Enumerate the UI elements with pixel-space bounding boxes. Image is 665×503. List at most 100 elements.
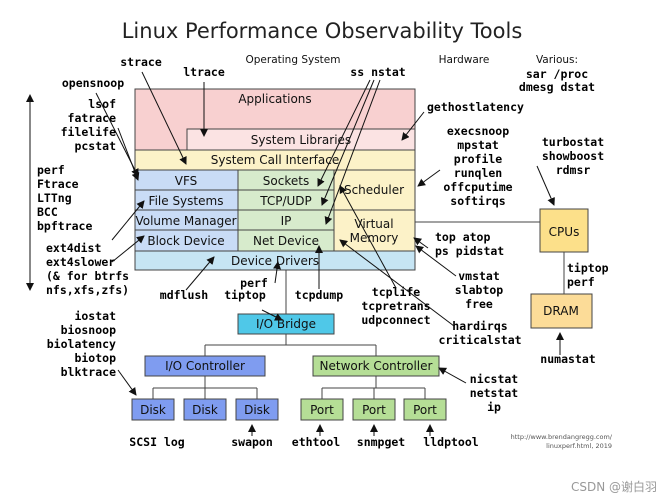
tool-ext4-note-2: nfs,xfs,zfs): [46, 283, 129, 297]
tool-tcpretrans: tcpretrans: [361, 299, 430, 313]
tools-mem: top atop ps pidstat: [435, 230, 504, 258]
tools-irq: hardirqs criticalstat: [438, 319, 521, 347]
layer-net-device-label: Net Device: [253, 234, 319, 248]
tools-left-fs: lsof fatrace filelife pcstat: [61, 97, 116, 153]
tool-ext4-note-1: (& for btrfs: [46, 269, 129, 283]
tool-opensnoop: opensnoop: [62, 76, 124, 90]
tool-criticalstat: criticalstat: [438, 333, 521, 347]
tool-fatrace: fatrace: [68, 111, 117, 125]
hw-port-1-label: Port: [310, 403, 334, 417]
tool-free: free: [465, 297, 493, 311]
tool-blktrace: blktrace: [61, 365, 116, 379]
hw-port-2-label: Port: [362, 403, 386, 417]
tool-bcc: BCC: [37, 205, 58, 219]
tools-various: sar /proc dmesg dstat: [519, 67, 595, 94]
layer-block-device-label: Block Device: [147, 234, 224, 248]
tools-nic: nicstat netstat ip: [470, 372, 519, 414]
diagram-title: Linux Performance Observability Tools: [122, 19, 523, 43]
layer-virtual-label: Virtual: [354, 217, 393, 231]
tool-dmesg-dstat: dmesg dstat: [519, 80, 595, 94]
tool-snmpget: snmpget: [357, 435, 406, 449]
tool-offcputime: offcputime: [443, 180, 512, 194]
tool-arrows: [26, 71, 564, 436]
hw-cpus-label: CPUs: [549, 225, 580, 239]
tool-perf-pci: perf: [240, 276, 268, 290]
tool-ext4slower: ext4slower: [46, 255, 115, 269]
tool-showboost: showboost: [542, 149, 604, 163]
tool-execsnoop: execsnoop: [447, 124, 509, 138]
hw-disk-3-label: Disk: [244, 403, 270, 417]
layer-applications-label: Applications: [238, 92, 311, 106]
tool-vmstat: vmstat: [458, 269, 500, 283]
hw-disk-1-label: Disk: [140, 403, 166, 417]
layer-device-drivers-label: Device Drivers: [231, 254, 319, 268]
credit-year: linuxperf.html, 2019: [546, 442, 612, 450]
tool-bpftrace: bpftrace: [37, 219, 92, 233]
tool-top-atop: top atop: [435, 230, 490, 244]
layer-file-systems-label: File Systems: [149, 194, 224, 208]
layer-sockets-label: Sockets: [263, 174, 309, 188]
tool-rdmsr: rdmsr: [556, 163, 591, 177]
tools-left-block: iostat biosnoop biolatency biotop blktra…: [47, 309, 116, 379]
layer-system-libraries-label: System Libraries: [251, 133, 351, 147]
tool-numastat: numastat: [540, 352, 595, 366]
tool-slabtop: slabtop: [455, 283, 504, 297]
tool-swapon: swapon: [231, 435, 273, 449]
tool-tiptop: tiptop: [567, 261, 609, 275]
tool-filelife: filelife: [61, 125, 116, 139]
layer-scheduler: [333, 169, 416, 211]
tool-pcstat: pcstat: [74, 139, 116, 153]
tool-profile: profile: [454, 152, 503, 166]
tool-ip: ip: [487, 400, 501, 414]
hw-disk-2-label: Disk: [192, 403, 218, 417]
tool-tiptop-pci: tiptop: [224, 288, 266, 302]
hw-dram-label: DRAM: [543, 304, 579, 318]
tool-iostat: iostat: [74, 309, 116, 323]
hw-io-bridge-label: I/O Bridge: [256, 317, 316, 331]
tool-ethtool: ethtool: [292, 435, 341, 449]
layer-ip-label: IP: [281, 214, 292, 228]
tool-strace: strace: [120, 55, 162, 69]
hw-io-controller-label: I/O Controller: [165, 359, 245, 373]
tool-gethostlatency: gethostlatency: [427, 100, 524, 114]
hw-network-controller-label: Network Controller: [320, 359, 433, 373]
tool-turbostat: turbostat: [542, 135, 604, 149]
header-various: Various:: [536, 54, 578, 66]
tool-softirqs: softirqs: [450, 194, 505, 208]
layer-memory-label: Memory: [350, 231, 399, 245]
tool-biosnoop: biosnoop: [61, 323, 116, 337]
tool-hardirqs: hardirqs: [452, 319, 507, 333]
tool-ltrace: ltrace: [183, 65, 225, 79]
header-hardware: Hardware: [439, 54, 490, 66]
hw-cpus: [539, 208, 589, 253]
tool-lldptool: lldptool: [423, 435, 478, 449]
tool-perf-dram: perf: [567, 275, 595, 289]
tool-scsi-log: SCSI log: [129, 435, 184, 449]
tool-runqlen: runqlen: [454, 166, 503, 180]
tool-netstat: netstat: [470, 386, 519, 400]
layer-scheduler-label: Scheduler: [344, 183, 404, 197]
tools-tcp: tcplife tcpretrans udpconnect: [361, 285, 430, 327]
credit-url: http://www.brendangregg.com/: [511, 433, 613, 441]
tools-dram: tiptop perf: [567, 261, 609, 289]
watermark: CSDN @谢白羽: [571, 479, 657, 494]
tools-sched: execsnoop mpstat profile runqlen offcput…: [443, 124, 512, 208]
hw-dram: [530, 293, 593, 329]
layer-volume-manager-label: Volume Manager: [135, 214, 236, 228]
tool-mpstat: mpstat: [457, 138, 499, 152]
tool-tcplife: tcplife: [372, 285, 421, 299]
tools-vm: vmstat slabtop free: [455, 269, 504, 311]
layer-vfs-label: VFS: [175, 174, 198, 188]
tool-tcpdump: tcpdump: [295, 288, 344, 302]
tool-biotop: biotop: [74, 351, 116, 365]
tool-udpconnect: udpconnect: [361, 313, 430, 327]
tool-sar-proc: sar /proc: [526, 67, 588, 81]
layer-device-drivers: [134, 250, 416, 271]
tool-perf: perf: [37, 163, 65, 177]
hw-port-3-label: Port: [413, 403, 437, 417]
tool-ps-pidstat: ps pidstat: [435, 244, 504, 258]
tools-left-tracers: perf Ftrace LTTng BCC bpftrace: [37, 163, 92, 233]
tool-biolatency: biolatency: [47, 337, 116, 351]
header-operating-system: Operating System: [246, 54, 341, 66]
